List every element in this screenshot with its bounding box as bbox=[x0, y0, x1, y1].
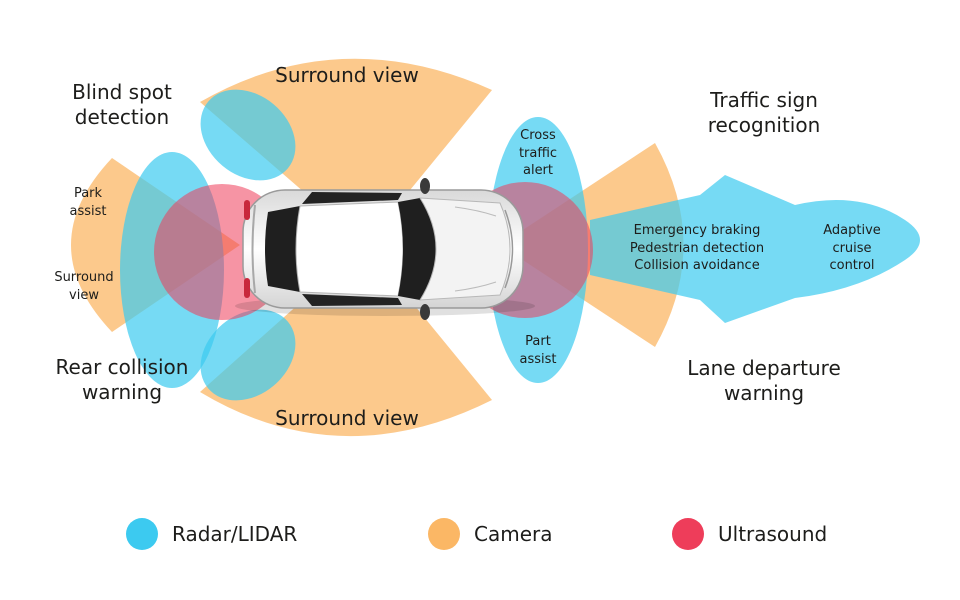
label-line: control bbox=[829, 258, 875, 274]
cross-traffic-alert-label: Cross traffic alert bbox=[510, 127, 566, 180]
legend-label: Radar/LIDAR bbox=[172, 522, 298, 546]
label-line: alert bbox=[522, 163, 554, 179]
label-line: cruise bbox=[832, 240, 872, 256]
ultrasound-dot-icon bbox=[672, 518, 704, 550]
blind-spot-top-zone bbox=[200, 89, 296, 181]
adaptive-cruise-control-label: Adaptive cruise control bbox=[812, 222, 892, 275]
label-line: assist bbox=[69, 203, 107, 219]
label-line: Collision avoidance bbox=[634, 258, 760, 274]
windshield bbox=[398, 198, 436, 300]
label-line: Rear collision bbox=[55, 355, 189, 379]
park-assist-label: Park assist bbox=[56, 185, 120, 220]
blind-spot-detection-label: Blind spot detection bbox=[60, 80, 184, 130]
hood bbox=[419, 197, 511, 301]
legend-item-camera: Camera bbox=[428, 518, 553, 550]
label-line: Surround bbox=[54, 270, 114, 285]
label-line: Park bbox=[73, 186, 103, 201]
lane-departure-warning-label: Lane departure warning bbox=[672, 356, 856, 406]
legend-item-ultrasound: Ultrasound bbox=[672, 518, 827, 550]
mirror-top bbox=[420, 178, 430, 194]
camera-dot-icon bbox=[428, 518, 460, 550]
side-window-top bbox=[302, 192, 402, 204]
label-line: warning bbox=[723, 381, 805, 405]
front-camera-functions-label: Emergency braking Pedestrian detection C… bbox=[612, 222, 782, 275]
label-line: warning bbox=[81, 380, 163, 404]
surround-view-top-label: Surround view bbox=[275, 63, 419, 87]
rear-collision-warning-label: Rear collision warning bbox=[40, 355, 204, 405]
traffic-sign-recognition-label: Traffic sign recognition bbox=[686, 88, 842, 138]
label-line: Traffic sign bbox=[710, 88, 818, 112]
long-range-radar-zone bbox=[590, 175, 920, 323]
side-window-bottom bbox=[302, 294, 402, 306]
surround-view-rear-label: Surround view bbox=[48, 269, 120, 304]
surround-view-bottom-label: Surround view bbox=[275, 406, 419, 430]
label-line: Pedestrian detection bbox=[629, 240, 765, 256]
label-line: assist bbox=[519, 351, 557, 367]
label-line: view bbox=[69, 287, 99, 303]
blind-spot-bottom-zone bbox=[200, 309, 296, 401]
legend-label: Ultrasound bbox=[718, 522, 828, 546]
tail-light-bottom bbox=[244, 278, 250, 298]
label-line: Part bbox=[525, 334, 551, 349]
label-line: recognition bbox=[707, 113, 821, 137]
legend-label: Camera bbox=[474, 522, 553, 546]
label-line: traffic bbox=[518, 145, 558, 161]
tail-light-top bbox=[244, 200, 250, 220]
legend-item-radar: Radar/LIDAR bbox=[126, 518, 297, 550]
label-line: detection bbox=[74, 105, 170, 129]
car-top-view bbox=[235, 178, 535, 320]
legend: Radar/LIDAR Camera Ultrasound bbox=[0, 512, 960, 556]
mirror-bottom bbox=[420, 304, 430, 320]
roof bbox=[295, 201, 404, 297]
part-assist-label: Part assist bbox=[512, 333, 564, 368]
label-line: Emergency braking bbox=[633, 223, 761, 238]
label-line: Adaptive bbox=[823, 223, 881, 238]
label-line: Lane departure bbox=[687, 356, 841, 380]
radar-dot-icon bbox=[126, 518, 158, 550]
label-line: Blind spot bbox=[72, 80, 172, 104]
rear-window bbox=[265, 206, 300, 292]
surround-view-bottom-zone bbox=[200, 245, 492, 437]
label-line: Cross bbox=[520, 128, 556, 143]
